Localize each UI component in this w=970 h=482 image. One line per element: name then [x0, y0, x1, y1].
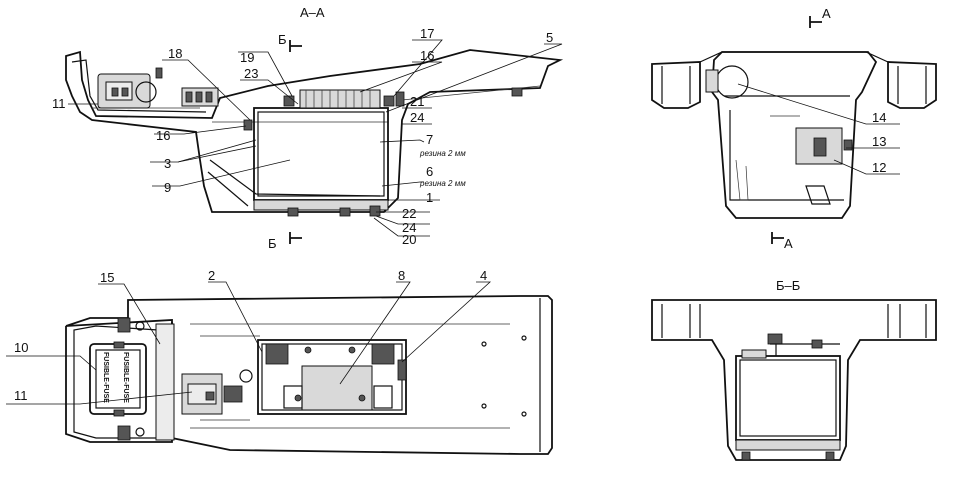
fuse-label-a: FUSIBLE-FUSE [102, 352, 109, 403]
callout-20: 20 [402, 232, 416, 247]
section-bb-view: Б–Б [651, 278, 937, 461]
callout-22: 22 [402, 206, 416, 221]
fuse-label-b: FUSIBLE-FUSE [122, 352, 129, 403]
cut-mark-b-bottom: Б [268, 236, 277, 251]
callout-3: 3 [164, 156, 171, 171]
callout-15: 15 [100, 270, 114, 285]
callout-6: 6 [426, 164, 433, 179]
callout-18: 18 [168, 46, 182, 61]
callout-14: 14 [872, 110, 886, 125]
callout-23: 23 [244, 66, 258, 81]
rubber-note-7: резина 2 мм [419, 149, 466, 158]
cut-mark-b-top: Б [278, 32, 287, 47]
callout-11-plan: 11 [14, 388, 28, 403]
callout-9: 9 [164, 180, 171, 195]
callout-5: 5 [546, 30, 553, 45]
callout-17: 17 [420, 26, 434, 41]
callout-1: 1 [426, 190, 433, 205]
rubber-note-6: резина 2 мм [419, 179, 466, 188]
plan-view: FUSIBLE-FUSE FUSIBLE-FUSE 15 2 [6, 268, 553, 455]
callout-12: 12 [872, 160, 886, 175]
callout-24-top: 24 [410, 110, 424, 125]
callout-16-top: 16 [420, 48, 434, 63]
end-view: А А 14 13 12 [651, 6, 937, 251]
callout-8: 8 [398, 268, 405, 283]
section-aa-view: А–А [52, 5, 564, 251]
callout-13: 13 [872, 134, 886, 149]
callout-21: 21 [410, 94, 424, 109]
section-bb-title: Б–Б [776, 278, 800, 293]
callout-11-aa: 11 [52, 96, 66, 111]
callout-10: 10 [14, 340, 28, 355]
cut-mark-a-top: А [822, 6, 831, 21]
callout-4: 4 [480, 268, 487, 283]
callout-24: 24 [402, 220, 416, 235]
section-aa-title: А–А [300, 5, 325, 20]
callout-19: 19 [240, 50, 254, 65]
callout-16: 16 [156, 128, 170, 143]
callout-2: 2 [208, 268, 215, 283]
cut-mark-a-bottom: А [784, 236, 793, 251]
callout-7: 7 [426, 132, 433, 147]
